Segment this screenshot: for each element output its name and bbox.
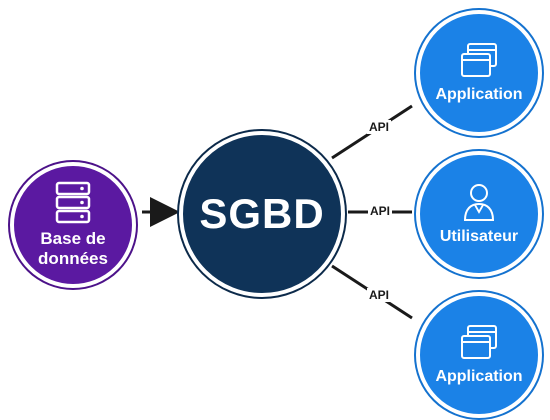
application-windows-icon [461, 43, 497, 77]
application-node-bottom: Application [416, 292, 542, 418]
database-node: Base de données [10, 162, 136, 288]
sgbd-label: SGBD [199, 190, 325, 237]
api-label-top: API [367, 120, 392, 134]
application-windows-icon [461, 325, 497, 359]
database-icon [55, 181, 91, 224]
application-label-top: Application [435, 86, 523, 103]
sgbd-node: SGBD [179, 131, 345, 297]
user-icon [463, 184, 495, 221]
database-label: Base de données [38, 229, 108, 269]
application-label-bottom: Application [435, 368, 523, 385]
database-label-line1: Base de [40, 229, 106, 248]
utilisateur-label: Utilisateur [439, 228, 519, 245]
application-node-top: Application [416, 10, 542, 136]
api-label-middle: API [368, 204, 393, 218]
database-label-line2: données [38, 249, 108, 268]
api-label-bottom: API [367, 288, 392, 302]
utilisateur-node: Utilisateur [416, 151, 542, 277]
